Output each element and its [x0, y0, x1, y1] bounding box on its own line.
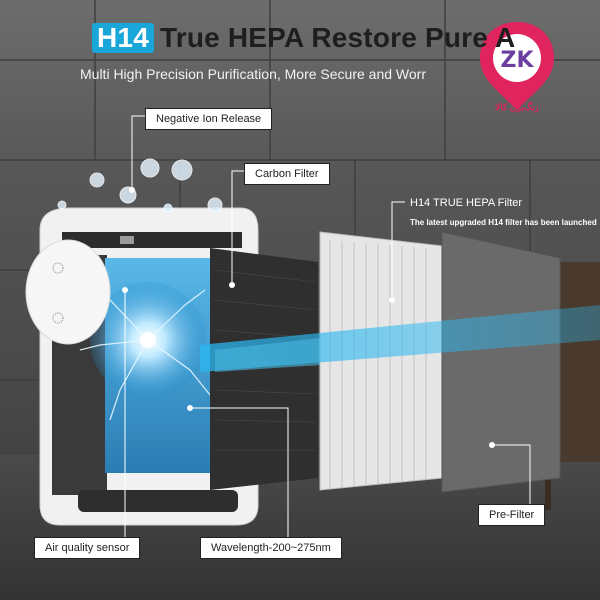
callout-dots: [122, 187, 495, 448]
airflow-beams: [200, 305, 600, 372]
hepa-filter-panel: [319, 231, 443, 491]
svg-text:ZK: ZK: [501, 48, 535, 73]
subheadline: Multi High Precision Purification, More …: [80, 66, 426, 82]
callout-negative-ion: Negative Ion Release: [145, 108, 273, 130]
sensor-magnifier: [25, 239, 111, 345]
callout-hepa-filter: H14 TRUE HEPA Filter: [410, 197, 523, 209]
callout-carbon-filter: Carbon Filter: [244, 163, 330, 185]
callout-pre-filter: Pre-Filter: [478, 504, 546, 526]
headline-text: True HEPA Restore Pure A: [159, 22, 516, 53]
ion-bubbles: [57, 158, 223, 213]
pre-filter-panel: [441, 231, 561, 493]
callout-air-quality-sensor: Air quality sensor: [34, 537, 141, 559]
h14-badge: H14: [92, 23, 154, 53]
callout-wavelength: Wavelength-200~275nm: [200, 537, 342, 559]
watermark-logo: ZK: [480, 22, 554, 110]
watermark-caption: زنگ‌بزن کالا: [495, 102, 539, 112]
callout-leaders: [124, 115, 531, 545]
callout-hepa-note: The latest upgraded H14 filter has been …: [410, 218, 597, 227]
